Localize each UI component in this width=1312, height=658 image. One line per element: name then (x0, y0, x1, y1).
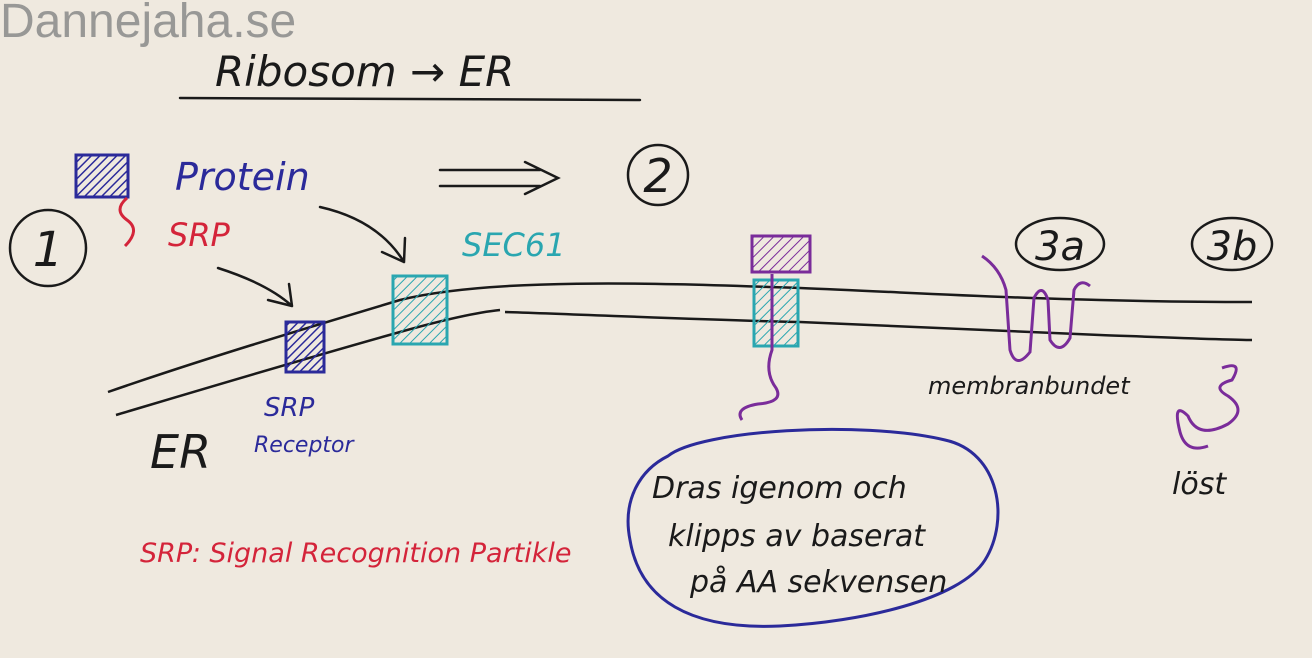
step2-channel-box (752, 278, 800, 348)
membranbundet-label: membranbundet (928, 372, 1131, 400)
step2-circle (626, 143, 690, 207)
translocating-protein-box (750, 234, 812, 274)
step3a-label: 3a (1035, 224, 1085, 270)
explanation-bubble (626, 427, 1000, 628)
sec61-channel-box (391, 274, 449, 346)
lost-label: löst (1172, 467, 1227, 502)
protein-box (74, 153, 130, 199)
bubble-text-3: på AA sekvensen (689, 565, 947, 600)
step1-circle (8, 208, 88, 288)
step3a-circle (1014, 216, 1106, 272)
srp-arrow (216, 266, 294, 308)
er-label: ER (150, 425, 211, 479)
step1-label: 1 (33, 222, 64, 278)
er-membrane-lower (115, 308, 1253, 417)
bubble-text-1: Dras igenom och (652, 471, 907, 506)
srp-receptor-box (284, 320, 326, 374)
sec61-label: SEC61 (462, 226, 566, 264)
srp-definition: SRP: Signal Recognition Partikle (140, 538, 571, 569)
released-protein (1175, 364, 1240, 450)
polypeptide-chain (738, 274, 780, 421)
title: Ribosom → ER (215, 47, 514, 96)
protein-arrow (318, 205, 407, 264)
srp-squiggle (118, 196, 135, 248)
step2-label: 2 (643, 149, 672, 203)
title-underline (178, 96, 642, 102)
srp-receptor-label-1: SRP (264, 393, 315, 423)
direction-arrow (438, 160, 561, 196)
watermark: Dannejaha.se (0, 0, 297, 48)
srp-receptor-label-2: Receptor (254, 433, 356, 458)
protein-label: Protein (175, 155, 310, 199)
step3b-circle (1190, 216, 1274, 272)
bubble-text-2: klipps av baserat (668, 519, 926, 554)
membrane-bound-protein (981, 254, 1091, 362)
step3b-label: 3b (1207, 224, 1258, 270)
srp-label: SRP (168, 216, 231, 254)
